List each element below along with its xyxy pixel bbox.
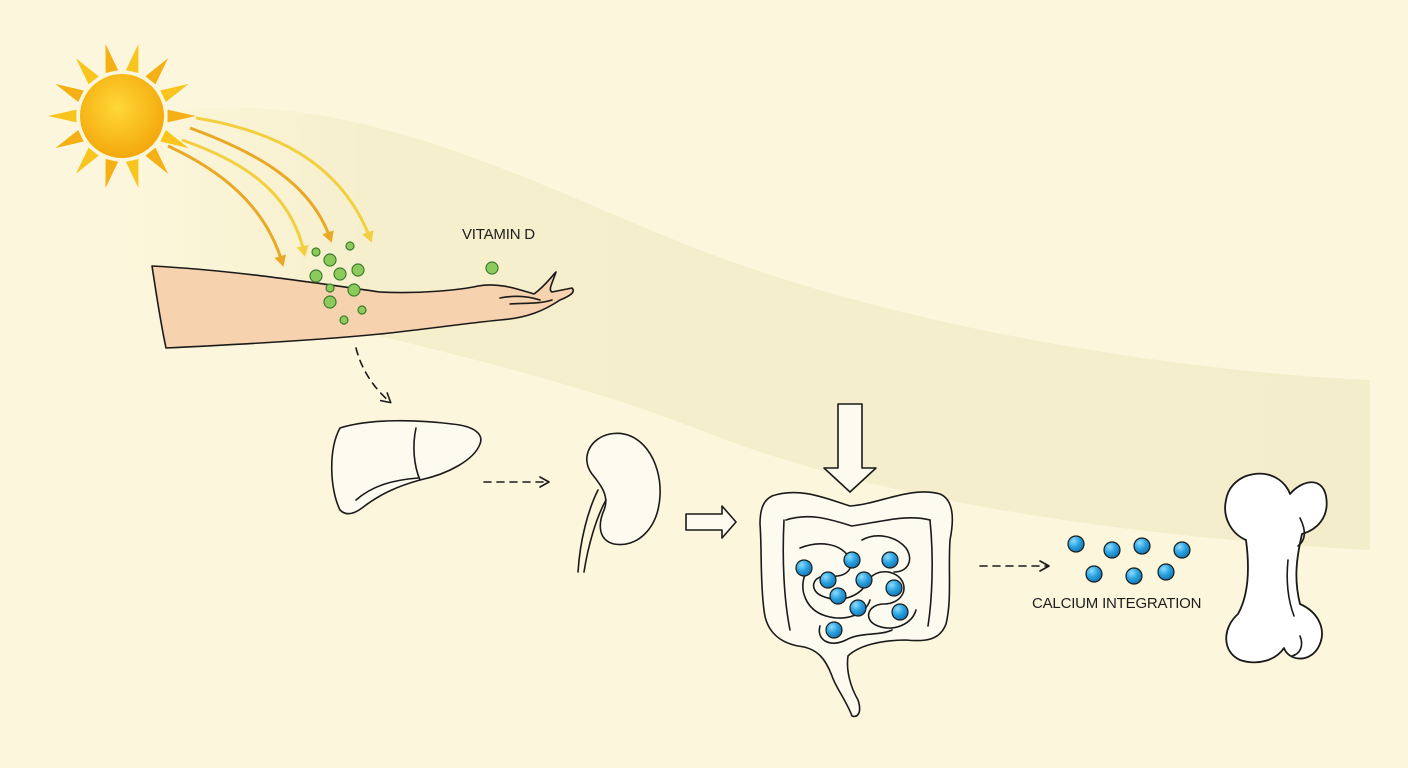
vitamin-d-label: VITAMIN D: [462, 226, 535, 243]
sun-spike: [105, 158, 119, 189]
sun-spike: [55, 83, 84, 103]
vitamin-d-particle: [323, 295, 337, 309]
vitamin-d-particle: [333, 267, 347, 281]
vitamin-d-particle: [325, 283, 335, 293]
calcium-particle: [881, 551, 899, 569]
calcium-particle: [885, 579, 903, 597]
sun-ray-arrow: [195, 116, 374, 243]
calcium-particle: [849, 599, 867, 617]
sun-spike: [160, 129, 189, 149]
calcium-particle: [795, 559, 813, 577]
vitamin-d-particle: [311, 247, 321, 257]
sun-spike: [160, 83, 189, 103]
sun-spike: [75, 58, 99, 85]
sun-ray-arrows: [167, 116, 374, 267]
calcium-particle: [1133, 537, 1151, 555]
calcium-particle: [1085, 565, 1103, 583]
sun-ray-arrow: [189, 126, 334, 243]
calcium-particles: [795, 535, 1191, 639]
calcium-particle: [855, 571, 873, 589]
sun-icon: [48, 43, 196, 189]
sun-spike: [55, 129, 84, 149]
calcium-particle: [1067, 535, 1085, 553]
sun-ray-arrow: [181, 138, 309, 257]
kidney-icon: [577, 432, 661, 573]
vitamin-d-particle: [347, 283, 361, 297]
calcium-particle: [825, 621, 843, 639]
vitamin-d-particle: [345, 241, 355, 251]
liver-icon: [330, 419, 482, 515]
sun-spike: [125, 43, 139, 74]
calcium-particle: [891, 603, 909, 621]
dashed-arrow-arm-to-liver: [355, 347, 392, 404]
vitamin-d-particle: [357, 305, 367, 315]
vitamin-d-particle: [485, 261, 499, 275]
calcium-integration-label: CALCIUM INTEGRATION: [1032, 595, 1201, 612]
vitamin-d-particles: [309, 241, 499, 325]
calcium-particle: [1125, 567, 1143, 585]
sun-spike: [167, 109, 196, 123]
calcium-particle: [819, 571, 837, 589]
calcium-particle: [829, 587, 847, 605]
sun-spike: [48, 109, 77, 123]
sun-spike: [145, 147, 169, 174]
calcium-particle: [1173, 541, 1191, 559]
bone-icon: [1224, 472, 1328, 664]
sun-spike: [105, 43, 119, 74]
hollow-arrow-kidney-to-intestine: [685, 505, 737, 539]
vitamin-d-particle: [309, 269, 323, 283]
vitamin-d-particle: [323, 253, 337, 267]
background-band: [120, 107, 1370, 551]
sun-spike: [145, 58, 169, 85]
sun-spike: [75, 147, 99, 174]
calcium-particle: [1157, 563, 1175, 581]
sun-ray-arrow: [167, 144, 287, 267]
vitamin-d-particle: [339, 315, 349, 325]
vitamin-d-particle: [351, 263, 365, 277]
sun-spike: [125, 158, 139, 189]
calcium-particle: [843, 551, 861, 569]
calcium-particle: [1103, 541, 1121, 559]
intake-arrow: [823, 403, 877, 493]
